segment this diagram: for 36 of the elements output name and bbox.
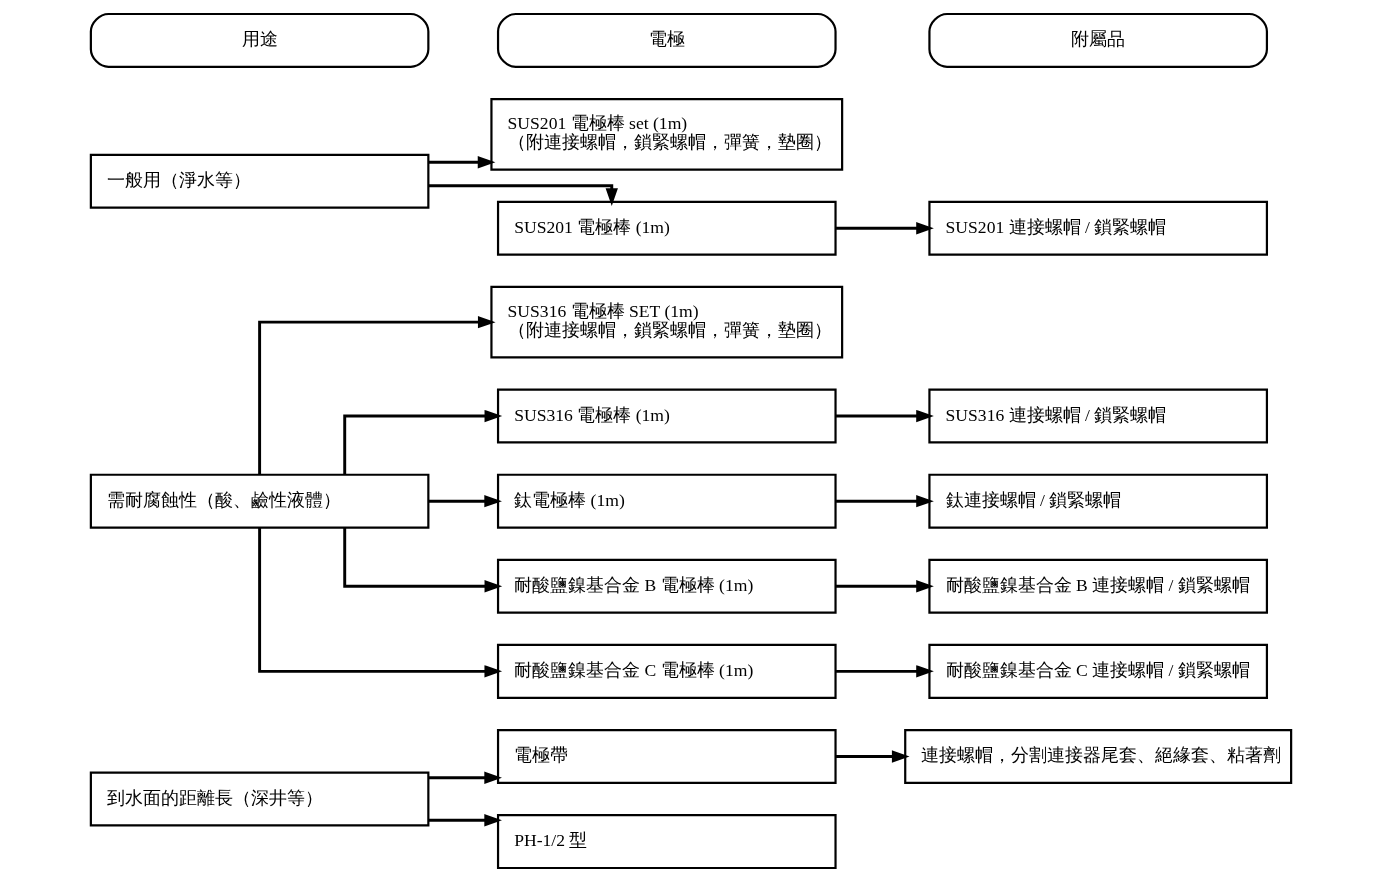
node-box: 鈦電極棒 (1m) bbox=[496, 473, 837, 529]
node-box: 耐酸鹽鎳基合金 B 電極棒 (1m) bbox=[496, 558, 837, 614]
arrow bbox=[836, 495, 934, 508]
node-box: SUS316 電極棒 SET (1m) （附連接螺帽，鎖緊螺帽，彈簧，墊圈） bbox=[490, 285, 844, 359]
arrow bbox=[428, 184, 618, 206]
node-box: 電極 bbox=[496, 12, 837, 68]
node-box: 附屬品 bbox=[928, 12, 1268, 68]
node-box: SUS201 電極棒 set (1m) （附連接螺帽，鎖緊螺帽，彈簧，墊圈） bbox=[490, 98, 844, 171]
arrow bbox=[343, 527, 503, 593]
node-box: SUS316 連接螺帽 / 鎖緊螺帽 bbox=[928, 388, 1268, 444]
arrow bbox=[836, 222, 934, 235]
node-box: 鈦連接螺帽 / 鎖緊螺帽 bbox=[928, 473, 1268, 529]
arrow bbox=[343, 409, 503, 475]
node-box: 需耐腐蝕性（酸、鹼性液體） bbox=[89, 473, 430, 529]
arrow bbox=[428, 814, 502, 827]
node-box: 到水面的距離長（深井等） bbox=[89, 771, 430, 827]
node-box: SUS316 電極棒 (1m) bbox=[496, 388, 837, 444]
arrow bbox=[258, 315, 496, 475]
arrow bbox=[836, 750, 910, 763]
node-box: 連接螺帽，分割連接器尾套、絕緣套、粘著劑 bbox=[904, 728, 1293, 784]
node-box: 耐酸鹽鎳基合金 C 連接螺帽 / 鎖緊螺帽 bbox=[928, 643, 1268, 699]
node-box: 耐酸鹽鎳基合金 B 連接螺帽 / 鎖緊螺帽 bbox=[928, 558, 1268, 614]
arrow bbox=[836, 580, 934, 593]
node-box: SUS201 電極棒 (1m) bbox=[496, 200, 837, 256]
node-box: 耐酸鹽鎳基合金 C 電極棒 (1m) bbox=[496, 643, 837, 699]
node-box: SUS201 連接螺帽 / 鎖緊螺帽 bbox=[928, 200, 1268, 256]
arrow bbox=[428, 156, 496, 169]
arrow bbox=[258, 527, 503, 678]
arrow bbox=[836, 665, 934, 678]
node-box: 用途 bbox=[89, 12, 430, 68]
arrow bbox=[428, 495, 502, 508]
arrow bbox=[836, 409, 934, 423]
node-box: 電極帶 bbox=[496, 728, 837, 784]
arrow bbox=[428, 771, 502, 784]
node-box: PH-1/2 型 bbox=[496, 814, 837, 870]
node-box: 一般用（淨水等） bbox=[89, 153, 430, 209]
